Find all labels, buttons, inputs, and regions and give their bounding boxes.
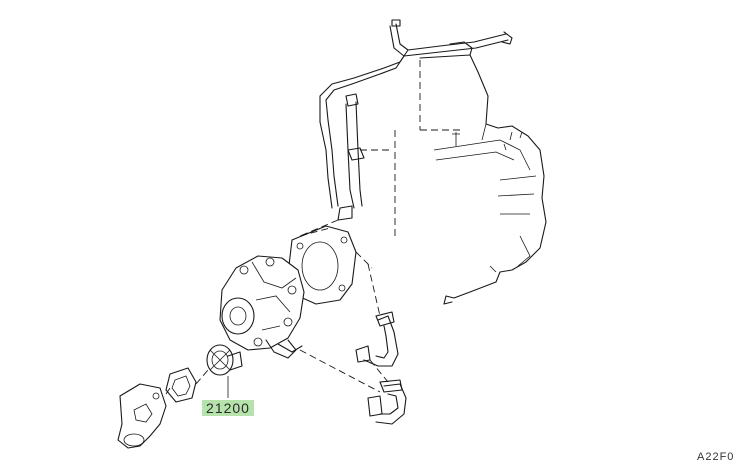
lower-hose-upper xyxy=(355,263,399,367)
thermostat xyxy=(206,344,243,398)
engine-block-outline xyxy=(394,41,547,305)
water-pump-assembly xyxy=(219,255,381,393)
thermostat-gasket xyxy=(165,367,209,403)
part-number-21200-label[interactable]: 21200 xyxy=(202,400,254,416)
lower-hose-bottom xyxy=(367,359,407,425)
upper-coolant-pipe xyxy=(299,19,513,237)
diagram-code-label: A22F0 xyxy=(697,451,735,460)
thermostat-housing xyxy=(117,383,171,449)
